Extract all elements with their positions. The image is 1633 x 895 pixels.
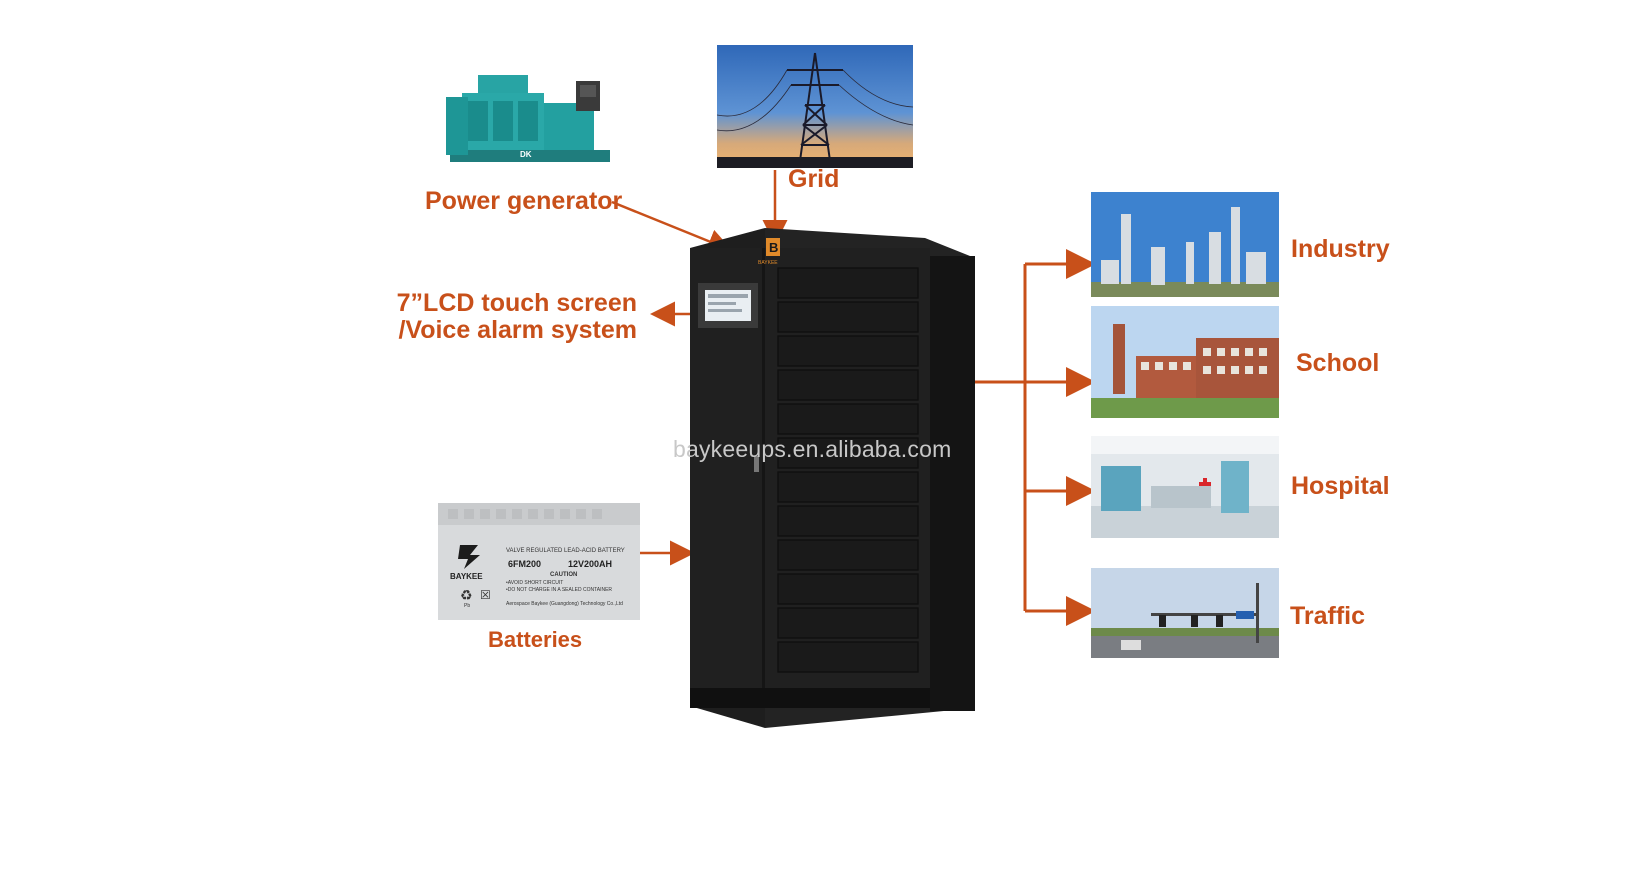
- hospital-image: [1091, 436, 1279, 538]
- lcd-label-line2: /Voice alarm system: [398, 316, 637, 344]
- bin-crossed-icon: ☒: [480, 588, 491, 602]
- school-image: [1091, 306, 1279, 418]
- grid-label: Grid: [788, 165, 840, 193]
- svg-text:B: B: [769, 240, 778, 255]
- battery-caution-2: •DO NOT CHARGE IN A SEALED CONTAINER: [506, 587, 613, 593]
- ups-cabinet: B BAYKEE: [690, 228, 975, 728]
- battery-manufacturer: Aerospace Baykee (Guangdong) Technology …: [506, 601, 623, 607]
- industry-label: Industry: [1291, 235, 1390, 263]
- cabinet-logo: B BAYKEE: [758, 238, 780, 266]
- battery-pb-mark: Pb: [464, 603, 471, 609]
- traffic-image: [1091, 568, 1279, 658]
- battery-caution-1: •AVOID SHORT CIRCUIT: [506, 580, 564, 586]
- school-label: School: [1296, 349, 1380, 377]
- watermark: baykeeups.en.alibaba.com: [673, 436, 952, 462]
- battery-logo: [458, 545, 480, 569]
- traffic-label: Traffic: [1290, 602, 1366, 630]
- battery-caution-title: CAUTION: [550, 572, 578, 578]
- power-generator-label: Power generator: [425, 187, 623, 215]
- battery-rating: 12V200AH: [568, 559, 613, 569]
- battery-image: BAYKEE VALVE REGULATED LEAD-ACID BATTERY…: [438, 503, 640, 620]
- grid-image: [717, 45, 913, 168]
- power-generator-image: DK: [438, 45, 618, 175]
- hospital-label: Hospital: [1291, 472, 1390, 500]
- battery-brand: BAYKEE: [450, 572, 483, 581]
- industry-image: [1091, 192, 1279, 297]
- door-handle: [754, 456, 759, 472]
- cabinet-vent-panels: [777, 267, 919, 673]
- lcd-label-line1: 7”LCD touch screen: [396, 289, 637, 317]
- svg-text:BAYKEE: BAYKEE: [758, 260, 778, 266]
- battery-model: 6FM200: [508, 559, 542, 569]
- battery-type: VALVE REGULATED LEAD-ACID BATTERY: [506, 548, 625, 554]
- generator-arrow: [611, 200, 733, 254]
- batteries-label: Batteries: [488, 627, 583, 652]
- recycle-icon: ♻: [460, 587, 473, 603]
- generator-brand: DK: [520, 150, 532, 159]
